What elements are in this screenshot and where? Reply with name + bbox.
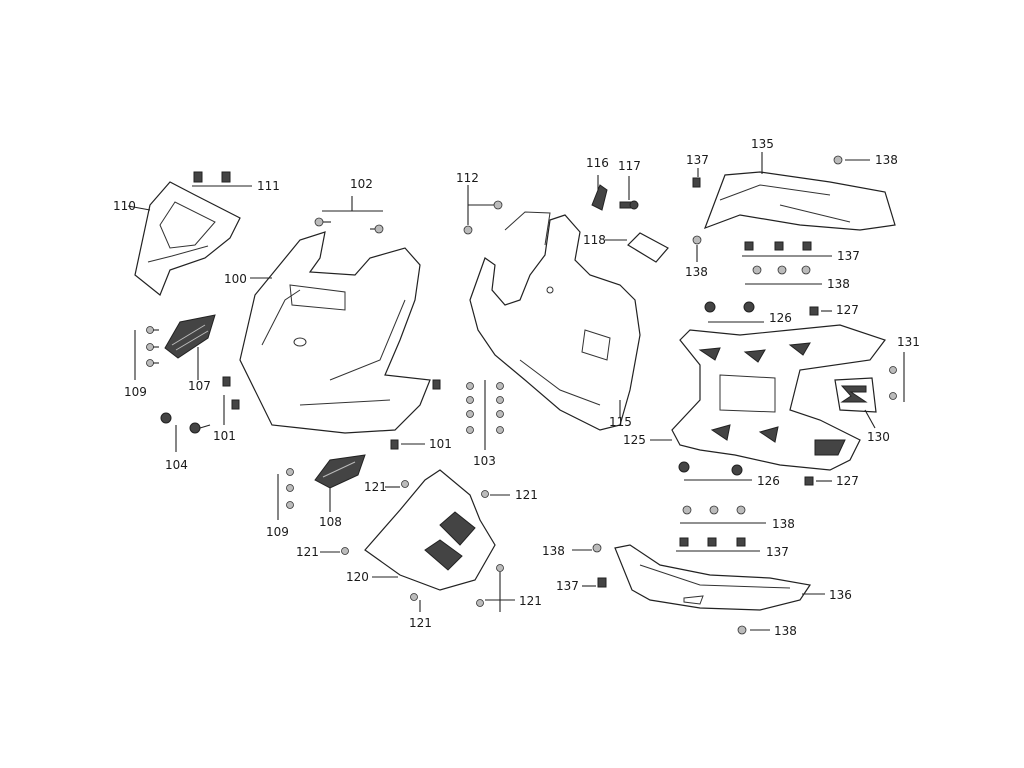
part-104-fasteners bbox=[160, 412, 211, 434]
part-137-clip-lone bbox=[597, 577, 607, 588]
label-137b: 137 bbox=[837, 249, 860, 263]
part-138-screw-lone bbox=[592, 543, 602, 553]
part-135-side-cover bbox=[703, 171, 896, 231]
label-110: 110 bbox=[113, 199, 136, 213]
label-121e: 121 bbox=[409, 616, 432, 630]
part-130-cap bbox=[834, 377, 877, 413]
part-138-screw-top bbox=[833, 155, 843, 165]
label-136: 136 bbox=[829, 588, 852, 602]
label-112: 112 bbox=[456, 171, 479, 185]
part-109-screws-lower bbox=[286, 468, 294, 509]
label-137c: 137 bbox=[766, 545, 789, 559]
part-111-clips bbox=[193, 171, 231, 183]
label-104: 104 bbox=[165, 458, 188, 472]
label-127b: 127 bbox=[836, 474, 859, 488]
part-109-screws-upper bbox=[146, 326, 159, 367]
part-100-front-cover bbox=[239, 231, 431, 434]
label-126b: 126 bbox=[757, 474, 780, 488]
label-117: 117 bbox=[618, 159, 641, 173]
part-102-screws bbox=[314, 217, 384, 234]
part-116-bracket bbox=[591, 184, 608, 211]
label-116: 116 bbox=[586, 156, 609, 170]
label-138d: 138 bbox=[772, 517, 795, 531]
part-136-lower-side-cover bbox=[614, 544, 812, 611]
label-107: 107 bbox=[188, 379, 211, 393]
label-121c: 121 bbox=[296, 545, 319, 559]
part-101-clips-left bbox=[222, 376, 240, 410]
label-120: 120 bbox=[346, 570, 369, 584]
label-103: 103 bbox=[473, 454, 496, 468]
part-138-screw-left bbox=[692, 235, 702, 245]
part-125-floor-board bbox=[671, 324, 886, 471]
label-138c: 138 bbox=[827, 277, 850, 291]
label-121d: 121 bbox=[519, 594, 542, 608]
part-131-screws bbox=[889, 366, 897, 400]
part-137-clip-top bbox=[692, 177, 701, 188]
label-121b: 121 bbox=[515, 488, 538, 502]
label-101b: 101 bbox=[429, 437, 452, 451]
part-127-clip-bottom bbox=[804, 476, 814, 486]
part-112-screws bbox=[463, 200, 503, 235]
part-120-lower-panel bbox=[364, 469, 496, 591]
label-108: 108 bbox=[319, 515, 342, 529]
label-131: 131 bbox=[897, 335, 920, 349]
label-101a: 101 bbox=[213, 429, 236, 443]
label-126a: 126 bbox=[769, 311, 792, 325]
label-118: 118 bbox=[583, 233, 606, 247]
part-108-vent-grille bbox=[314, 454, 366, 489]
label-115: 115 bbox=[609, 415, 632, 429]
part-138-screw-bottom bbox=[737, 625, 747, 635]
label-102: 102 bbox=[350, 177, 373, 191]
label-135: 135 bbox=[751, 137, 774, 151]
label-138f: 138 bbox=[774, 624, 797, 638]
label-109a: 109 bbox=[124, 385, 147, 399]
label-138e: 138 bbox=[542, 544, 565, 558]
label-127a: 127 bbox=[836, 303, 859, 317]
part-115-inner-cover bbox=[469, 211, 641, 431]
part-107-vent-grille bbox=[164, 314, 216, 359]
part-118-pad bbox=[627, 232, 669, 263]
part-138-screws-row bbox=[752, 265, 811, 275]
part-137-clips-row bbox=[744, 241, 812, 251]
label-111: 111 bbox=[257, 179, 280, 193]
label-109b: 109 bbox=[266, 525, 289, 539]
part-121-screws bbox=[341, 480, 504, 607]
part-126-fasteners-bottom bbox=[678, 461, 743, 476]
label-100: 100 bbox=[224, 272, 247, 286]
part-138-screws-mid bbox=[682, 505, 746, 515]
label-137a: 137 bbox=[686, 153, 709, 167]
label-137d: 137 bbox=[556, 579, 579, 593]
part-127-clip-top bbox=[809, 306, 819, 316]
label-125: 125 bbox=[623, 433, 646, 447]
label-130: 130 bbox=[867, 430, 890, 444]
part-137-clips-mid bbox=[679, 537, 746, 547]
part-126-fasteners-top bbox=[704, 301, 755, 313]
part-103-screws bbox=[466, 382, 504, 434]
part-101-clips-right bbox=[390, 379, 441, 450]
part-117-bolt bbox=[619, 200, 639, 210]
label-138b: 138 bbox=[685, 265, 708, 279]
label-138a: 138 bbox=[875, 153, 898, 167]
label-121a: 121 bbox=[364, 480, 387, 494]
part-110-windscreen bbox=[134, 181, 241, 296]
